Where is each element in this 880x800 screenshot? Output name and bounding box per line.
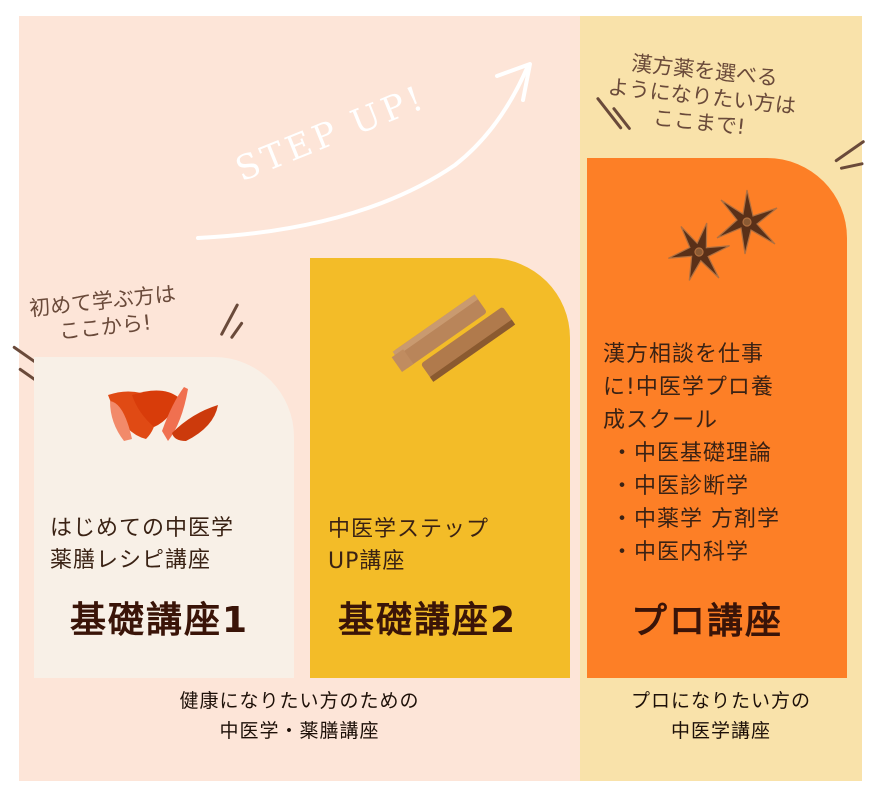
caption-line: 中医学・薬膳講座: [219, 720, 380, 742]
description-line: に!中医学プロ養: [603, 375, 774, 400]
curriculum-item: ・中医基礎理論: [611, 441, 773, 466]
description-line: UP講座: [328, 549, 406, 574]
goji-berry-illustration: [108, 387, 218, 441]
course-description: 漢方相談を仕事 に!中医学プロ養 成スクール ・中医基礎理論 ・中医診断学 ・中…: [603, 338, 780, 569]
cinnamon-bark-illustration: [391, 294, 516, 382]
caption-line: プロになりたい方の: [630, 690, 811, 712]
description-line: 成スクール: [603, 408, 719, 433]
course-title: 基礎講座2: [338, 600, 518, 641]
pro-courses-caption: プロになりたい方の 中医学講座: [580, 686, 862, 746]
course-card-pro[interactable]: 漢方相談を仕事 に!中医学プロ養 成スクール ・中医基礎理論 ・中医診断学 ・中…: [587, 158, 847, 678]
course-card-basic-2[interactable]: 中医学ステップ UP講座 基礎講座2: [310, 258, 570, 678]
curriculum-item: ・中医内科学: [611, 540, 750, 565]
description-line: 漢方相談を仕事: [603, 342, 765, 367]
caption-line: 健康になりたい方のための: [179, 690, 420, 712]
course-card-basic-1[interactable]: はじめての中医学 薬膳レシピ講座 基礎講座1: [34, 357, 294, 678]
caption-line: 中医学講座: [670, 720, 771, 742]
health-courses-caption: 健康になりたい方のための 中医学・薬膳講座: [19, 686, 580, 746]
description-line: 中医学ステップ: [328, 517, 490, 542]
course-title: プロ講座: [631, 601, 784, 642]
course-description: 中医学ステップ UP講座: [328, 514, 489, 578]
curriculum-item: ・中薬学 方剤学: [611, 507, 780, 532]
star-anise-illustration: [668, 189, 778, 281]
course-title: 基礎講座1: [70, 600, 250, 641]
course-description: はじめての中医学 薬膳レシピ講座: [50, 513, 234, 577]
curriculum-item: ・中医診断学: [611, 474, 750, 499]
description-line: はじめての中医学: [50, 516, 235, 541]
description-line: 薬膳レシピ講座: [50, 548, 212, 573]
